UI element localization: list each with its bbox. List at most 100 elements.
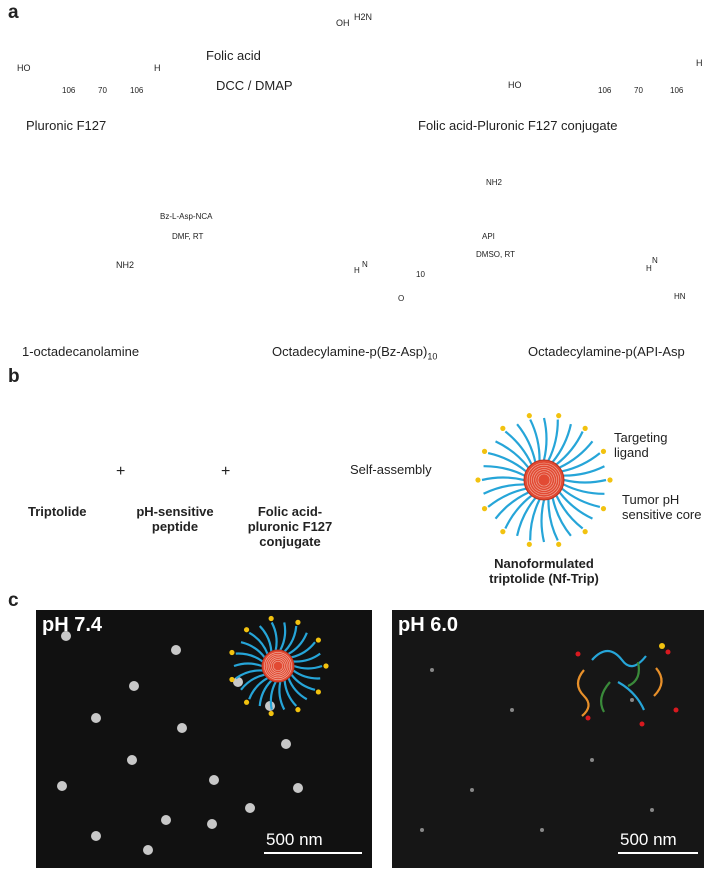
nf-trip-group [475, 413, 613, 547]
sem-micelle-strand [235, 652, 264, 663]
sem-speck [430, 668, 434, 672]
pluronic-bracket-3 [117, 57, 153, 81]
fa-count-2: 70 [634, 86, 643, 95]
sem-micelle-strand [291, 641, 316, 659]
bz-asp-label: Octadecylamine-p(Bz-Asp)10 [272, 344, 437, 362]
nf-trip-strand [529, 499, 541, 541]
disassembled-triptolide [673, 707, 679, 713]
fa-nh2: H2N [354, 12, 373, 22]
sem-micelle-strand [279, 622, 287, 651]
sem-particles-ph74 [57, 615, 329, 855]
triptolide-dot-1 [48, 442, 68, 461]
disassembled-triptolide [575, 651, 581, 657]
pluronic-bracket-2 [83, 57, 121, 81]
sem-micelle-strand [287, 632, 308, 655]
disassembled-triptolide [585, 715, 591, 721]
nf-trip-strand [563, 483, 605, 495]
plus-1: + [116, 463, 126, 480]
nf-trip-ligand [600, 506, 607, 512]
sem-micelle-strand [248, 677, 269, 700]
nf-trip-strand [487, 487, 527, 508]
nf-trip-ligand [500, 425, 506, 431]
sem-micelle-ligand [243, 699, 250, 705]
sem-micelle-strand [235, 669, 263, 680]
fa-oh: OH [336, 18, 350, 28]
nf-trip-strand [561, 452, 601, 473]
sem-micelle-strand [240, 673, 265, 691]
sem-speck [420, 828, 424, 832]
bz-o: O [398, 294, 405, 303]
self-assembly-label: Self-assembly [350, 462, 432, 477]
sem-micelle-ligand [229, 649, 235, 656]
disassembled-ligand [659, 643, 665, 649]
bz-n: N [362, 260, 368, 269]
nf-trip-ligand [526, 541, 532, 547]
conjugate-green-strand [258, 456, 274, 486]
fa-pluronic-label: Folic acid-Pluronic F127 conjugate [418, 118, 618, 133]
sem-ph74-label: pH 7.4 [42, 614, 103, 636]
sem-particle [207, 819, 217, 829]
nf-trip-strand [555, 431, 584, 466]
sem-particle [293, 783, 303, 793]
api-h: H [646, 264, 652, 273]
sem-micelle-strand [233, 662, 263, 668]
sem-micelle-core-ring [271, 659, 285, 673]
reaction1-conditions: DCC / DMAP [216, 78, 293, 93]
nf-trip-strand [516, 497, 537, 537]
sem-speck [470, 788, 474, 792]
triptolide-label: Triptolide [28, 504, 87, 519]
nf-trip-strand [563, 478, 607, 484]
sem-micelle-ligand [268, 710, 274, 717]
sem-micelle-group [229, 615, 329, 717]
sem-particle [171, 645, 181, 655]
sem-particle [161, 815, 171, 825]
pluronic-count-3: 106 [130, 86, 144, 95]
sem-scale-ph60: 500 nm [620, 830, 677, 849]
sem-micelle-ligand [243, 627, 250, 633]
sem-particle [91, 831, 101, 841]
sem-image-ph74: pH 7.4 500 nm [36, 610, 372, 868]
pluronic-bracket-1 [45, 57, 87, 81]
disassembled-triptolide [639, 721, 645, 727]
sem-micelle-strand [290, 673, 316, 691]
bz-sub10: 10 [416, 270, 425, 279]
nf-trip-ligand [582, 529, 588, 535]
nf-trip-strand [504, 430, 533, 465]
nf-trip-ligand [582, 425, 588, 431]
nf-trip-strand [561, 487, 601, 508]
api-asp-label: Octadecylamine-p(API-Asp [528, 344, 685, 359]
bz-asp-label-sub: 10 [427, 351, 438, 362]
sem-micelle-ligand [268, 615, 274, 622]
pluronic-chain [31, 61, 153, 71]
conjugate-blue-strand-2 [260, 456, 316, 486]
sem-micelle-ligand [295, 707, 301, 713]
api-n: N [652, 256, 658, 265]
sem-scale-bar-ph60 [618, 852, 698, 854]
sem-micelle-strand [293, 652, 321, 663]
nf-trip-strand [529, 419, 541, 461]
octadec-label: 1-octadecanolamine [22, 344, 140, 359]
nf-trip-strand [483, 465, 525, 477]
tumor-core-label: Tumor pH sensitive core [622, 492, 702, 522]
sem-speck [650, 808, 654, 812]
sem-particle [91, 713, 101, 723]
nf-trip-strand [551, 423, 572, 463]
panel-a-letter: a [8, 2, 19, 23]
nf-trip-strand [555, 495, 584, 530]
sem-micelle-strand [278, 681, 286, 711]
nf-trip-core-ring [528, 464, 560, 496]
nf-trip-strand [547, 419, 559, 461]
fa-end-h: H [696, 58, 703, 68]
sem-micelle-core [261, 649, 295, 683]
nf-trip-ligand [481, 448, 488, 454]
disassembled-peptide [576, 669, 590, 717]
nf-trip-strand [504, 494, 533, 529]
nf-trip-strand [558, 491, 593, 520]
fa-count-1: 106 [598, 86, 612, 95]
sem-speck [630, 698, 634, 702]
conjugate-ligand-2 [314, 455, 322, 464]
sem-particle [129, 681, 139, 691]
nf-trip-strand [547, 499, 559, 541]
sem-image-ph60: pH 6.0 500 nm [392, 610, 704, 868]
disassembled-peptide [653, 667, 663, 697]
